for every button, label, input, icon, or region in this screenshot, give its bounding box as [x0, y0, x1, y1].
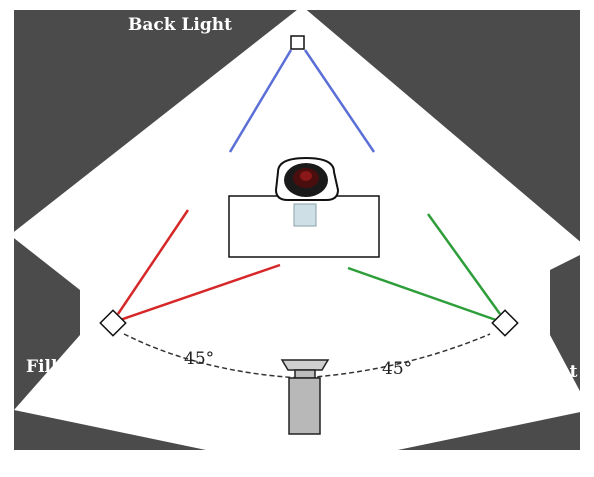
fill-light-beam-lower [119, 263, 281, 322]
back-light-beam-right [303, 49, 376, 153]
square-light-icon [290, 35, 305, 50]
diamond-light-icon [491, 309, 519, 337]
fill-light-label: Fill Light [26, 357, 114, 377]
camera-angle-arc [123, 333, 491, 379]
key-light-label: Key Light [486, 362, 578, 382]
fill-light-beam-upper [116, 209, 190, 315]
back-light-label: Back Light [128, 15, 232, 35]
key-light-beam-upper [426, 213, 502, 315]
diamond-light-icon [99, 309, 127, 337]
key-light-beam-lower [347, 266, 497, 322]
right-angle-label: 45° [382, 359, 412, 379]
back-light-beam-left [228, 49, 293, 153]
person-topview-icon [274, 156, 340, 227]
left-angle-label: 45° [184, 349, 214, 369]
camera-icon [280, 359, 330, 435]
